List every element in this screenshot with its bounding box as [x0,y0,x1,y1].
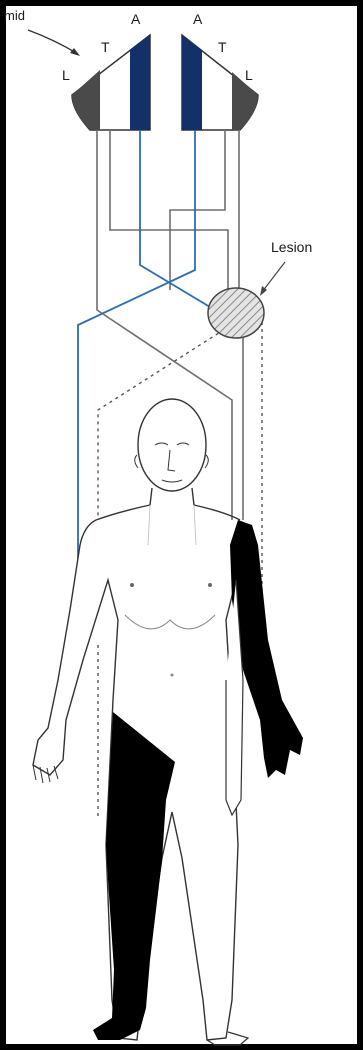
right-T-label: T [218,39,227,55]
mid-label: mid [4,8,25,23]
left-A-label: A [131,11,141,27]
gray-tract-left-inner [110,130,228,312]
lesion-arrow [260,262,285,296]
head [138,399,206,491]
lesion-circle [208,288,264,338]
gray-tract-right-inner [170,130,225,290]
right-A-label: A [193,11,203,27]
left-L-label: L [62,67,70,83]
right-L-label: L [245,67,253,83]
mid-arrow [28,30,80,56]
left-cord-section [72,35,150,130]
lesion-label: Lesion [271,239,312,255]
left-leg-sensory-loss [93,712,175,1040]
left-T-label: T [101,39,110,55]
